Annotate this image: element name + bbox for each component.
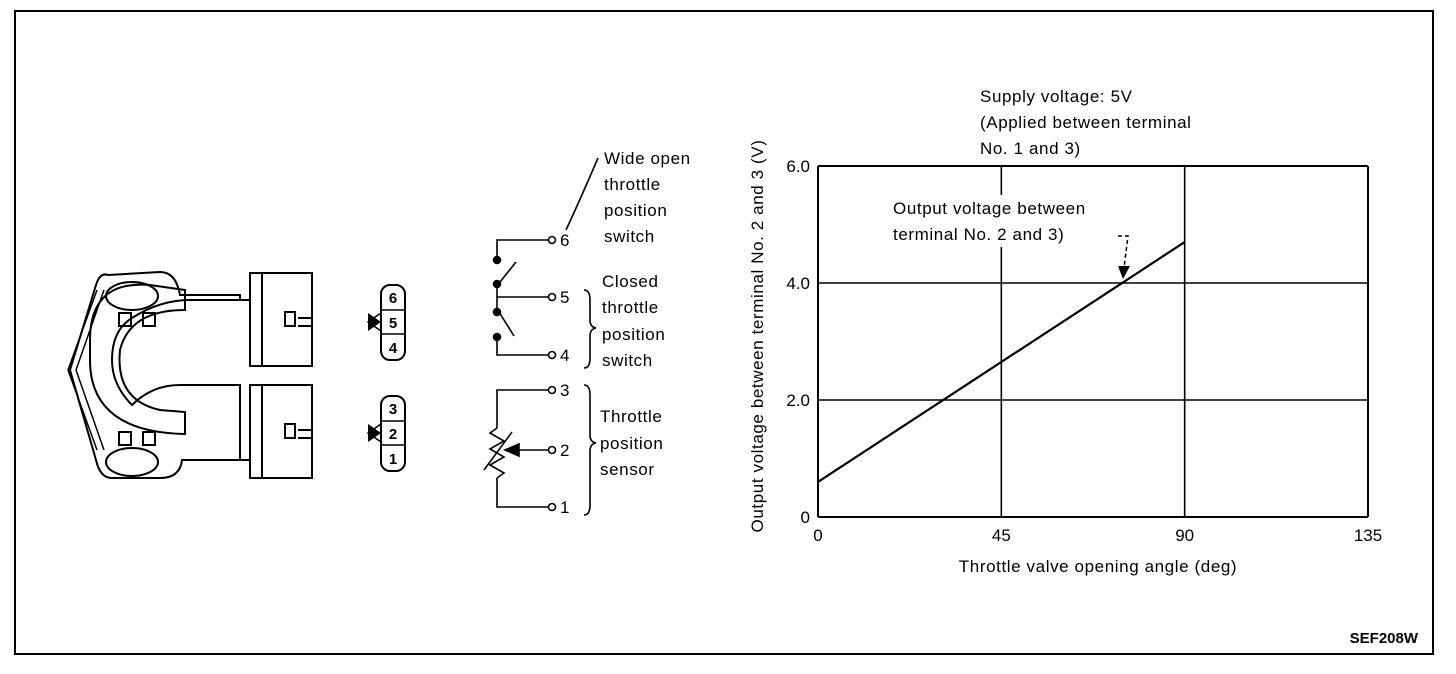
pin-label: 2 xyxy=(389,426,397,443)
y-tick-label: 2.0 xyxy=(786,391,810,410)
annotation-arrow xyxy=(1118,235,1129,269)
chart-series xyxy=(817,241,1186,483)
annotation-arrowhead xyxy=(1118,266,1130,279)
diagram-frame xyxy=(14,10,1434,655)
wide-open-switch-label: position xyxy=(604,201,667,220)
sensor-body-illustration xyxy=(67,270,313,479)
pin-label: 5 xyxy=(389,315,397,332)
output-voltage-annotation: terminal No. 2 and 3) xyxy=(893,225,1064,244)
chart-tick-labels: 0 45 90 135 0 2.0 4.0 6.0 xyxy=(786,157,1382,545)
wide-open-switch-label: switch xyxy=(604,227,655,246)
sensor-label: sensor xyxy=(600,460,655,479)
x-tick-label: 45 xyxy=(992,526,1011,545)
pin-label: 4 xyxy=(389,340,398,357)
supply-voltage-note: (Applied between terminal xyxy=(980,113,1192,132)
supply-voltage-note: Supply voltage: 5V xyxy=(980,87,1133,106)
output-voltage-annotation: Output voltage between xyxy=(893,199,1086,218)
pin-label: 6 xyxy=(389,290,397,307)
component-labels: Wide open throttle position switch Close… xyxy=(600,149,691,479)
wide-open-switch-label: Wide open xyxy=(604,149,691,168)
wide-open-switch-label: throttle xyxy=(604,175,661,194)
connector-pins-lower: 3 2 1 xyxy=(366,395,406,472)
diagram-code: SEF208W xyxy=(1350,630,1419,647)
pin-label: 3 xyxy=(389,401,397,418)
connector-pins-upper: 6 5 4 xyxy=(366,284,406,361)
terminal-label: 4 xyxy=(560,346,570,365)
y-tick-label: 0 xyxy=(801,508,810,527)
supply-voltage-note: No. 1 and 3) xyxy=(980,139,1081,158)
x-tick-label: 0 xyxy=(813,526,822,545)
terminal-label: 1 xyxy=(560,498,570,517)
terminal-label: 6 xyxy=(560,231,570,250)
closed-switch-label: switch xyxy=(602,351,653,370)
closed-switch-label: Closed xyxy=(602,272,659,291)
circuit-terminal-labels: 6 5 4 3 2 1 xyxy=(560,231,570,517)
y-tick-label: 4.0 xyxy=(786,274,810,293)
circuit-schematic xyxy=(483,157,599,516)
closed-switch-label: throttle xyxy=(602,298,659,317)
output-voltage-line xyxy=(817,241,1186,483)
closed-switch-label: position xyxy=(602,325,665,344)
y-tick-label: 6.0 xyxy=(786,157,810,176)
chart-grid xyxy=(817,165,1369,518)
output-voltage-chart: 0 45 90 135 0 2.0 4.0 6.0 Throttle valve openin… xyxy=(748,82,1382,576)
terminal-label: 5 xyxy=(560,288,570,307)
y-axis-label: Output voltage between terminal No. 2 an… xyxy=(748,140,767,533)
terminal-label: 3 xyxy=(560,381,570,400)
x-tick-label: 135 xyxy=(1354,526,1382,545)
terminal-label: 2 xyxy=(560,441,570,460)
pin-label: 1 xyxy=(389,451,397,468)
x-axis-label: Throttle valve opening angle (deg) xyxy=(959,557,1237,576)
sensor-label: position xyxy=(600,434,663,453)
x-tick-label: 90 xyxy=(1175,526,1194,545)
sensor-label: Throttle xyxy=(600,407,662,426)
